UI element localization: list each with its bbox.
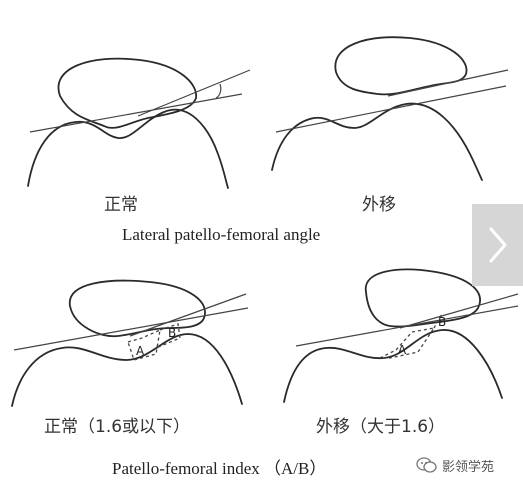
lateral-angle-drawing [271, 36, 509, 181]
patella-outline [334, 36, 468, 96]
normal-angle-drawing [27, 57, 251, 189]
title-lateral-patellofemoral-angle: Lateral patello-femoral angle [122, 225, 321, 244]
gap-a-outline [379, 327, 436, 359]
next-button[interactable] [472, 204, 523, 286]
patellar-facet-line [387, 69, 509, 97]
caption-lateral-index: 外移（大于1.6） [316, 417, 446, 437]
diagram-top-right [270, 30, 510, 181]
chevron-right-icon [489, 227, 506, 263]
lateral-index-drawing: A B [283, 268, 519, 403]
femoral-condyle-outline [11, 333, 243, 407]
condylar-line [13, 307, 249, 351]
gap-b-outline [155, 323, 181, 349]
diagram-bottom-right: A B [280, 268, 520, 403]
patella-outline [57, 57, 197, 129]
label-a: A [136, 344, 145, 358]
watermark-text: 影领学苑 [442, 459, 495, 475]
label-a: A [398, 343, 407, 357]
femoral-condyle-outline [27, 108, 229, 189]
condylar-line [275, 85, 507, 133]
femoral-condyle-outline [283, 329, 503, 403]
patella-outline [69, 279, 206, 338]
condylar-line [29, 93, 243, 133]
diagram-bottom-left: A B [10, 278, 250, 407]
patellar-facet-line [399, 293, 519, 329]
caption-lateral: 外移 [362, 195, 396, 215]
wechat-logo-icon [416, 457, 437, 473]
gap-a-outline [127, 328, 161, 361]
caption-normal-index: 正常（1.6或以下） [44, 417, 191, 437]
title-patellofemoral-index: Patello-femoral index （A/B） [112, 459, 327, 478]
patellar-facet-line [129, 293, 247, 337]
diagram-top-left [20, 40, 251, 190]
label-b: B [168, 326, 176, 340]
angle-arc [215, 83, 222, 99]
patellar-facet-line [137, 69, 251, 117]
gap-b-line [433, 313, 443, 329]
caption-normal: 正常 [104, 195, 138, 215]
label-b: B [438, 315, 446, 329]
femoral-condyle-outline [271, 102, 483, 181]
watermark: 影领学苑 [416, 454, 494, 476]
normal-index-drawing: A B [11, 279, 249, 407]
patella-outline [365, 268, 481, 328]
